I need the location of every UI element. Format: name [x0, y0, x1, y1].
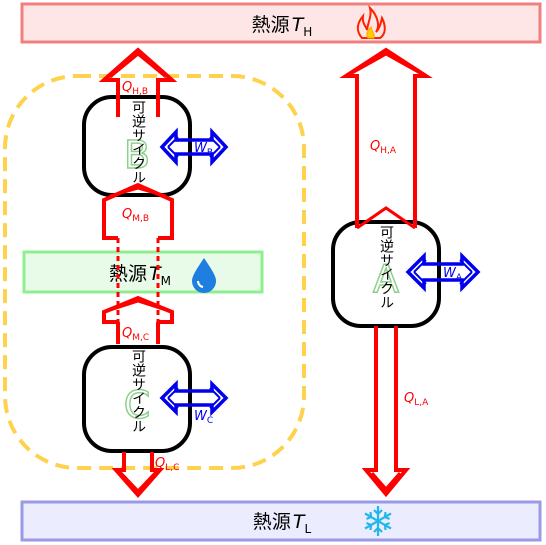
label-WB: WB: [194, 141, 213, 158]
cycle-C-letter: C: [124, 383, 151, 427]
cycle-A-letter: A: [373, 257, 399, 301]
hot-reservoir-label: 熱源: [252, 14, 290, 36]
label-WC: WC: [194, 409, 213, 426]
arrow-QMC: [102, 295, 174, 344]
cycle-C-text: 可逆サイクル: [130, 349, 146, 433]
hot-reservoir-var: T: [292, 14, 305, 36]
flame-icon: [356, 4, 386, 39]
arrow-QMB: [102, 182, 174, 240]
cold-reservoir-sub: L: [304, 522, 311, 536]
label-QHB: QH,B: [122, 80, 148, 97]
arrow-QLC: [111, 452, 165, 499]
label-QMC: QM,C: [122, 326, 149, 343]
cold-reservoir-label: 熱源: [253, 511, 291, 533]
cold-reservoir-var: T: [293, 511, 306, 533]
label-QLC: QL,C: [155, 456, 179, 473]
snowflake-icon: [364, 506, 392, 536]
cycle-A-text: 可逆サイクル: [378, 225, 394, 309]
arrow-QHB: [98, 47, 178, 117]
arrow-WA: [405, 251, 481, 293]
label-QLA: QL,A: [404, 391, 429, 408]
cycle-C-box: [82, 345, 192, 453]
cycle-A-box: [331, 220, 441, 328]
label-QHA: QH,A: [370, 139, 397, 156]
cycle-B-text: 可逆サイクル: [130, 100, 146, 184]
arrow-QLA: [361, 326, 411, 498]
mid-reservoir-label: 熱源: [109, 263, 147, 285]
hot-reservoir-sub: H: [303, 25, 312, 39]
label-WA: WA: [443, 266, 463, 283]
label-QMB: QM,B: [122, 207, 149, 224]
cycle-B-box: [82, 95, 192, 197]
cycle-B-letter: B: [124, 133, 150, 177]
arrow-QHA: [339, 47, 433, 230]
arrow-WB: [159, 127, 229, 167]
arrow-WC: [159, 379, 229, 417]
mid-reservoir-sub: M: [161, 274, 171, 288]
